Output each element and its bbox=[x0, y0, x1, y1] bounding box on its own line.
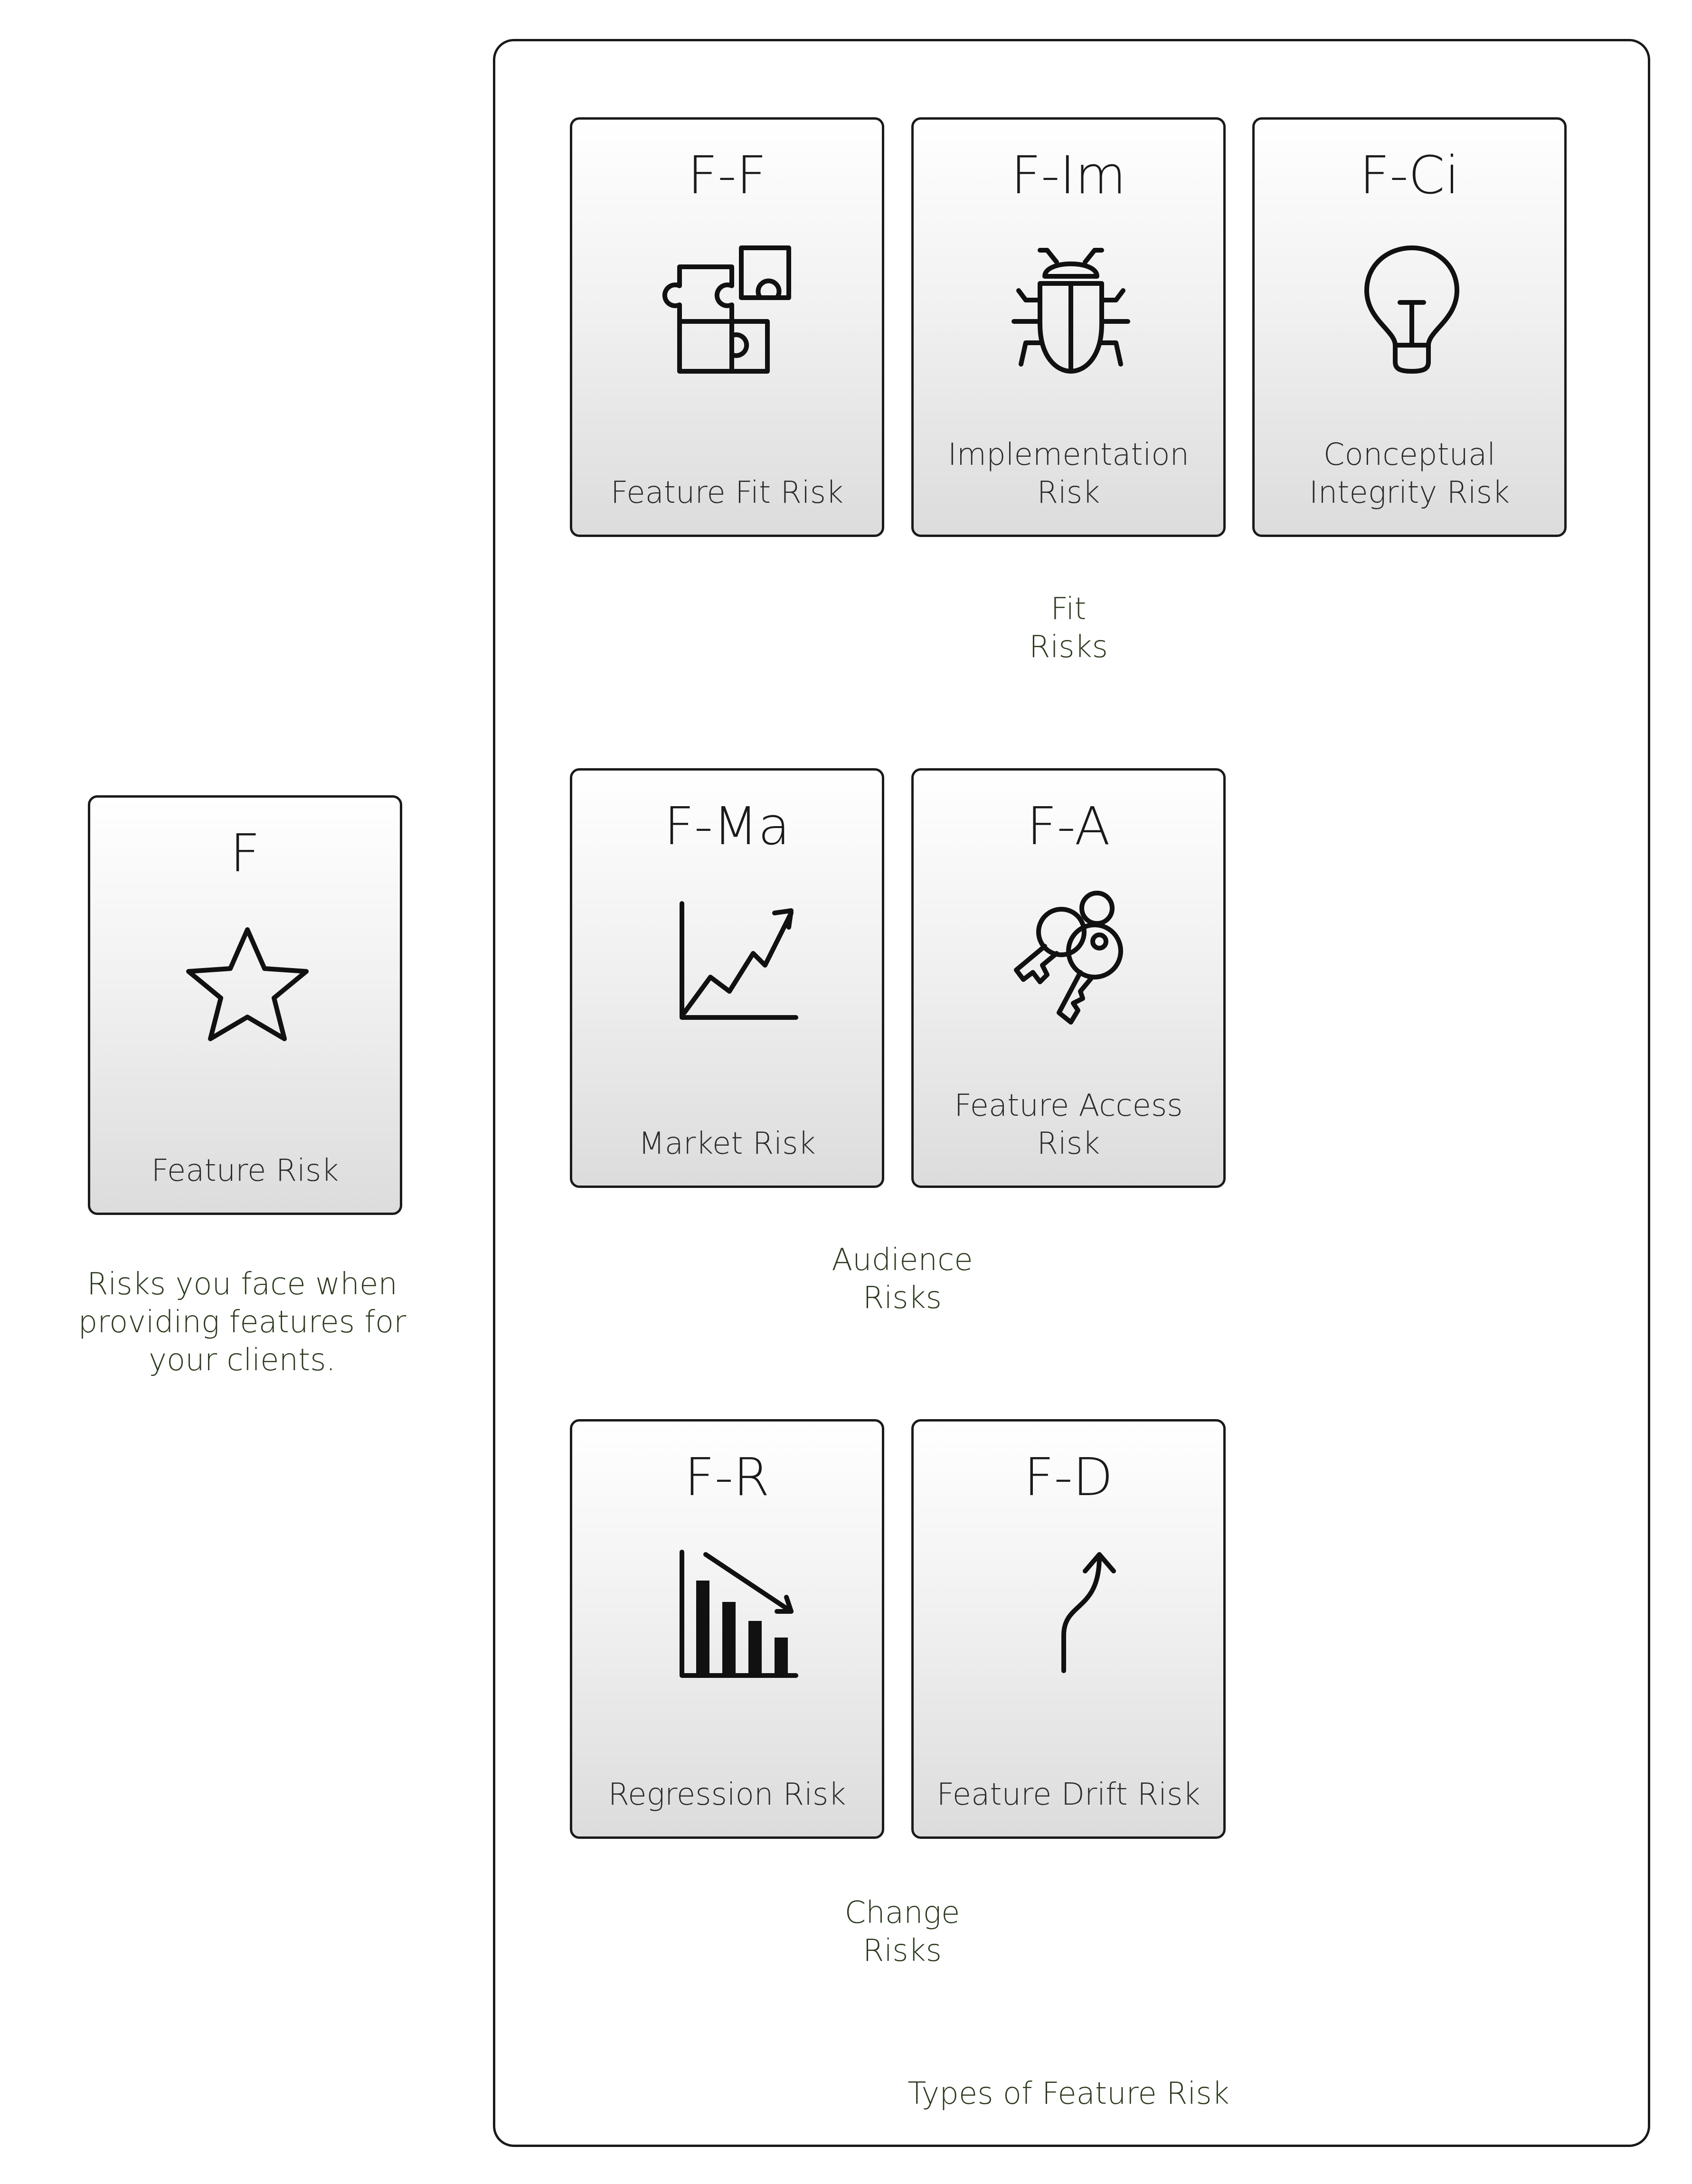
card-code: F-Ma bbox=[664, 796, 790, 857]
card-label: Feature Drift Risk bbox=[936, 1777, 1200, 1812]
puzzle-icon bbox=[658, 238, 801, 381]
audience-risks-label: Audience Risks bbox=[832, 1243, 973, 1316]
container-title: Types of Feature Risk bbox=[907, 2076, 1229, 2111]
feature-access-risk-card: F-A Feature Access Risk bbox=[911, 768, 1226, 1188]
types-of-feature-risk-container bbox=[493, 39, 1650, 2147]
line-chart-up-icon bbox=[658, 889, 801, 1032]
card-code: F-Im bbox=[1011, 145, 1126, 206]
card-label: Market Risk bbox=[638, 1126, 816, 1161]
fit-risks-label: Fit Risks bbox=[1029, 592, 1108, 665]
market-risk-card: F-Ma Market Risk bbox=[570, 768, 884, 1188]
feature-drift-risk-card: F-D Feature Drift Risk bbox=[911, 1419, 1226, 1839]
card-code: F bbox=[230, 823, 260, 884]
card-label: Conceptual Integrity Risk bbox=[1309, 437, 1510, 510]
feature-risk-description: Risks you face when providing features f… bbox=[78, 1267, 406, 1378]
card-label: Implementation Risk bbox=[947, 437, 1190, 510]
bar-chart-down-icon bbox=[658, 1540, 801, 1683]
card-label: Feature Fit Risk bbox=[610, 475, 844, 510]
card-code: F-A bbox=[1027, 796, 1110, 857]
change-risks-label: Change Risks bbox=[844, 1895, 960, 1968]
feature-fit-risk-card: F-F Feature Fit Risk bbox=[570, 117, 884, 537]
implementation-risk-card: F-Im Implementation Risk bbox=[911, 117, 1226, 537]
feature-risk-card: F Feature Risk bbox=[88, 795, 402, 1215]
card-label: Feature Risk bbox=[151, 1153, 339, 1188]
regression-risk-card: F-R Regression Risk bbox=[570, 1419, 884, 1839]
card-label: Regression Risk bbox=[608, 1777, 846, 1812]
lightbulb-icon bbox=[1341, 238, 1483, 381]
card-code: F-D bbox=[1024, 1447, 1113, 1507]
card-label: Feature Access Risk bbox=[954, 1088, 1183, 1161]
card-code: F-F bbox=[687, 145, 767, 206]
keys-icon bbox=[1000, 889, 1142, 1032]
curved-arrow-up-icon bbox=[1000, 1540, 1142, 1683]
bug-icon bbox=[1000, 238, 1142, 381]
card-code: F-Ci bbox=[1359, 145, 1460, 206]
card-code: F-R bbox=[684, 1447, 770, 1507]
conceptual-integrity-risk-card: F-Ci Conceptual Integrity Risk bbox=[1252, 117, 1567, 537]
star-icon bbox=[176, 916, 319, 1059]
